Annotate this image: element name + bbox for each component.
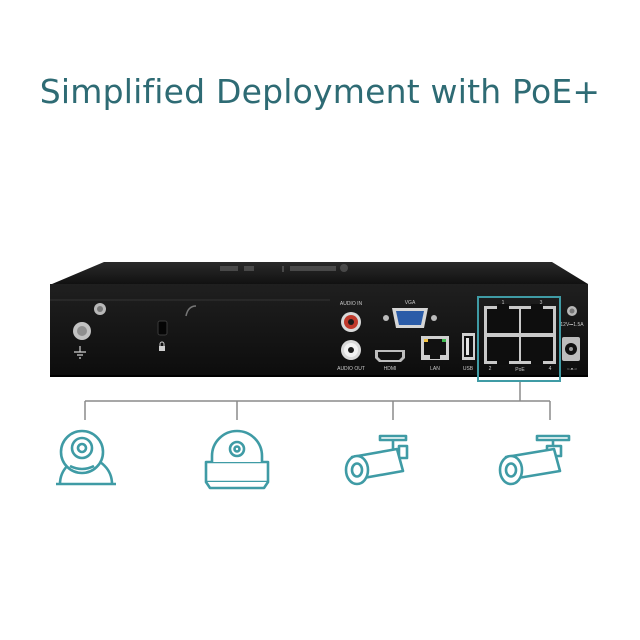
usb-port[interactable] (462, 333, 475, 360)
screw-left (94, 303, 106, 315)
poe-highlight-box (477, 296, 561, 382)
power-jack[interactable] (562, 337, 580, 361)
label-vga: VGA (405, 300, 416, 306)
label-audio-out: AUDIO OUT (337, 366, 365, 372)
nvr-device: AUDIO IN AUDIO OUT VGA HDMI (50, 262, 588, 377)
label-usb: USB (463, 366, 474, 372)
lan-port[interactable] (421, 336, 449, 360)
connection-lines (84, 382, 551, 420)
poe-port-1[interactable] (487, 304, 519, 333)
dome-camera-icon (204, 429, 270, 490)
label-lan: LAN (430, 366, 440, 372)
turret-camera-icon (56, 429, 116, 486)
vga-port[interactable] (383, 308, 437, 328)
label-poe-port-3: 3 (540, 300, 543, 306)
label-poe-port-2: 2 (489, 366, 492, 372)
label-poe-port-4: 4 (549, 366, 552, 372)
poe-port-3[interactable] (521, 304, 553, 333)
page-title: Simplified Deployment with PoE+ (39, 72, 601, 111)
label-poe: PoE (515, 367, 525, 373)
label-poe-port-1: 1 (502, 300, 505, 306)
hdmi-port[interactable] (375, 350, 405, 362)
nvr-top-logo (220, 264, 348, 272)
label-hdmi: HDMI (384, 366, 397, 372)
bullet-camera-icon (498, 434, 571, 486)
label-audio-in: AUDIO IN (340, 301, 363, 307)
security-lock-slot (157, 320, 168, 351)
nvr-top-surface (52, 262, 588, 284)
cable-hook (185, 305, 197, 317)
power-polarity-symbol: ○-●-○ (567, 366, 577, 371)
label-power: 12V⎓1.5A (560, 322, 584, 328)
audio-in-jack[interactable] (341, 312, 361, 332)
bullet-camera-icon (344, 434, 409, 486)
poe-port-block: 1 3 2 PoE 4 (484, 300, 556, 373)
ground-terminal (73, 322, 91, 359)
audio-out-jack[interactable] (341, 340, 361, 360)
screw-right (567, 306, 577, 316)
poe-port-2[interactable] (487, 337, 519, 365)
poe-port-4[interactable] (521, 337, 553, 365)
